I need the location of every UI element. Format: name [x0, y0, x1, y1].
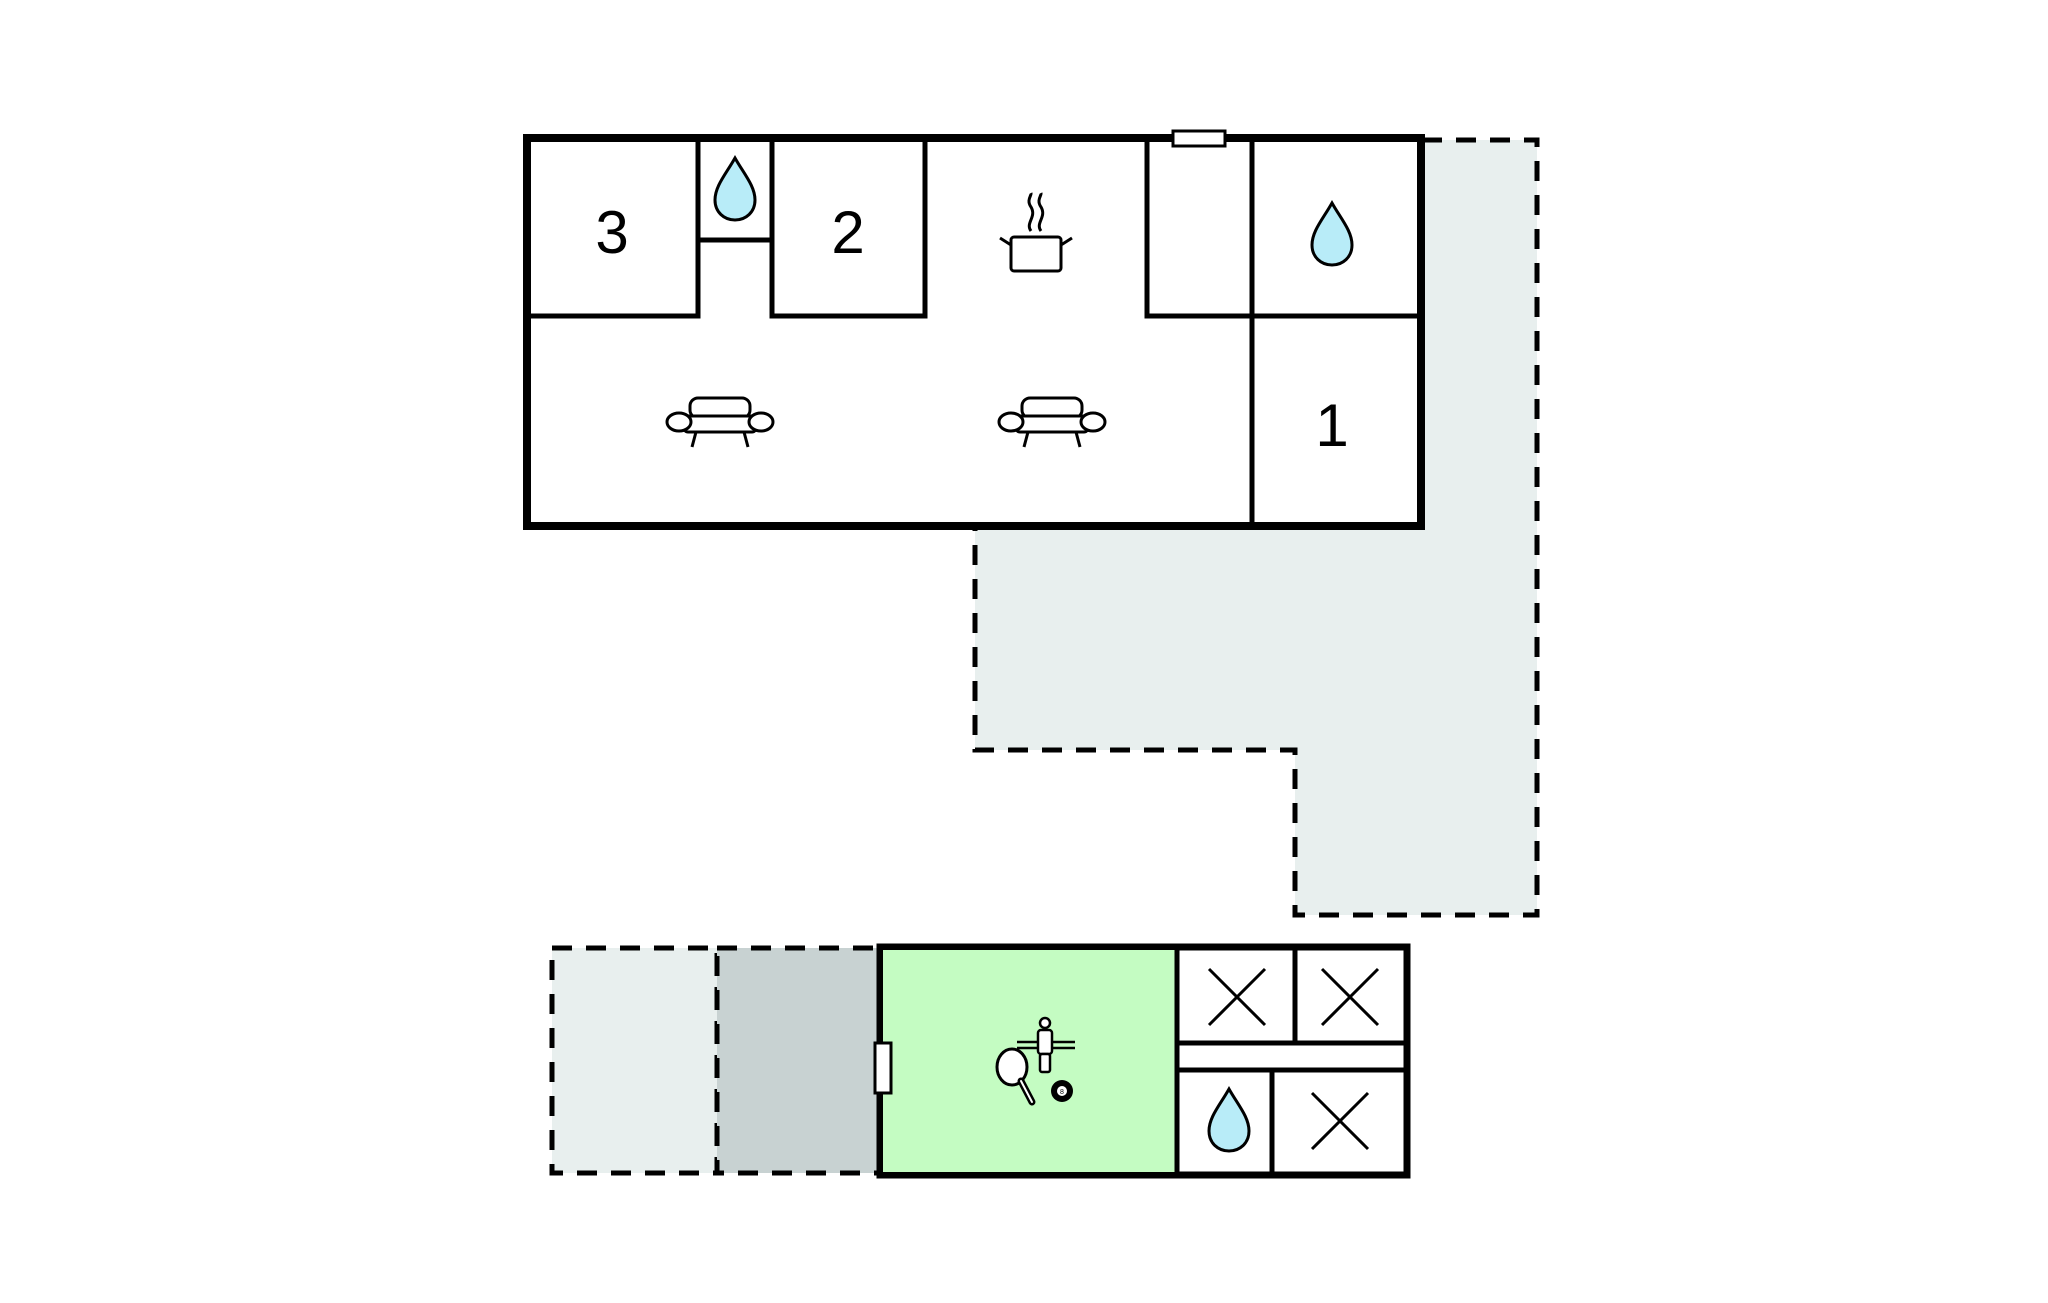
cooking-pot-icon [999, 192, 1073, 273]
door [873, 1041, 893, 1095]
bedroom-3-label: 3 [595, 199, 628, 266]
table-tennis-icon [995, 1047, 1036, 1106]
covered-terrace [714, 945, 883, 1176]
game-room [883, 950, 1177, 1172]
foosball-icon [1017, 1016, 1075, 1074]
svg-text:8: 8 [1060, 1089, 1064, 1096]
billiard-ball-icon: 8 [1051, 1080, 1073, 1102]
window [1171, 129, 1227, 148]
bedroom-1-label: 1 [1315, 392, 1348, 459]
annex-building [873, 943, 1411, 1179]
terrace-area-west [549, 945, 720, 1176]
main-house [523, 129, 1425, 530]
bedroom-2-label: 2 [831, 199, 864, 266]
